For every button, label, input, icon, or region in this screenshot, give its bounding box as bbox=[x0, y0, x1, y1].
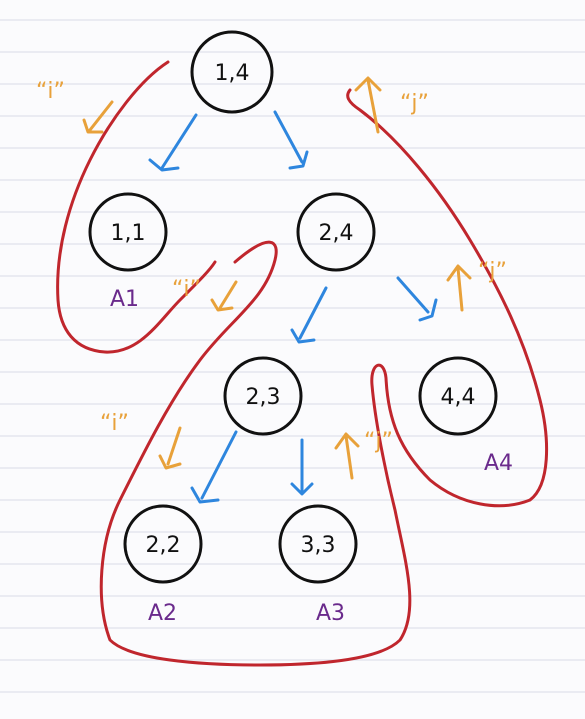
tree-edges bbox=[148, 110, 438, 504]
j-arrow-right bbox=[446, 264, 472, 312]
i-arrow-left-top bbox=[82, 100, 114, 134]
i-label-low: “i” bbox=[100, 411, 129, 436]
tree-nodes bbox=[88, 30, 498, 584]
node-label-2-3: 2,3 bbox=[246, 385, 281, 410]
i-label-top: “i” bbox=[36, 79, 65, 104]
edge-23-33 bbox=[290, 438, 314, 496]
j-label-low: “j” bbox=[364, 429, 393, 454]
i-arrow-left-low bbox=[158, 426, 182, 470]
node-label-2-2: 2,2 bbox=[146, 533, 181, 558]
index-arrows bbox=[82, 76, 472, 480]
node-label-2-4: 2,4 bbox=[319, 221, 354, 246]
index-labels: “i” “i” “i” “j” “j” “j” bbox=[36, 79, 507, 454]
set-label-a4: A4 bbox=[484, 451, 513, 476]
set-label-a3: A3 bbox=[316, 601, 345, 626]
node-circle-1-4 bbox=[190, 30, 274, 114]
j-label-top: “j” bbox=[400, 91, 429, 116]
ruled-lines bbox=[0, 19, 585, 693]
j-arrow-top bbox=[354, 76, 382, 134]
set-label-a2: A2 bbox=[148, 601, 177, 626]
node-label-4-4: 4,4 bbox=[441, 385, 476, 410]
edge-23-22 bbox=[190, 430, 238, 504]
j-arrow-low bbox=[334, 432, 360, 480]
region-a2-a3-outline bbox=[99, 88, 548, 667]
edge-24-23 bbox=[290, 286, 328, 344]
node-circle-2-4 bbox=[296, 192, 376, 272]
node-circle-1-1 bbox=[88, 192, 168, 272]
region-a1-outline bbox=[56, 60, 217, 354]
node-label-1-4: 1,4 bbox=[215, 61, 250, 86]
edge-14-11 bbox=[148, 113, 198, 172]
set-label-a1: A1 bbox=[110, 287, 139, 312]
node-label-3-3: 3,3 bbox=[301, 533, 336, 558]
node-label-1-1: 1,1 bbox=[111, 221, 146, 246]
j-label-right: “j” bbox=[478, 259, 507, 284]
node-circle-2-3 bbox=[223, 356, 303, 436]
edge-14-24 bbox=[273, 110, 309, 170]
node-circle-2-2 bbox=[123, 504, 203, 584]
set-labels: A1 A2 A3 A4 bbox=[110, 287, 513, 626]
edge-24-44 bbox=[396, 276, 438, 322]
node-circle-3-3 bbox=[278, 504, 358, 584]
i-arrow-mid bbox=[210, 280, 238, 312]
i-label-mid: “i” bbox=[172, 277, 201, 302]
node-circle-4-4 bbox=[418, 356, 498, 436]
